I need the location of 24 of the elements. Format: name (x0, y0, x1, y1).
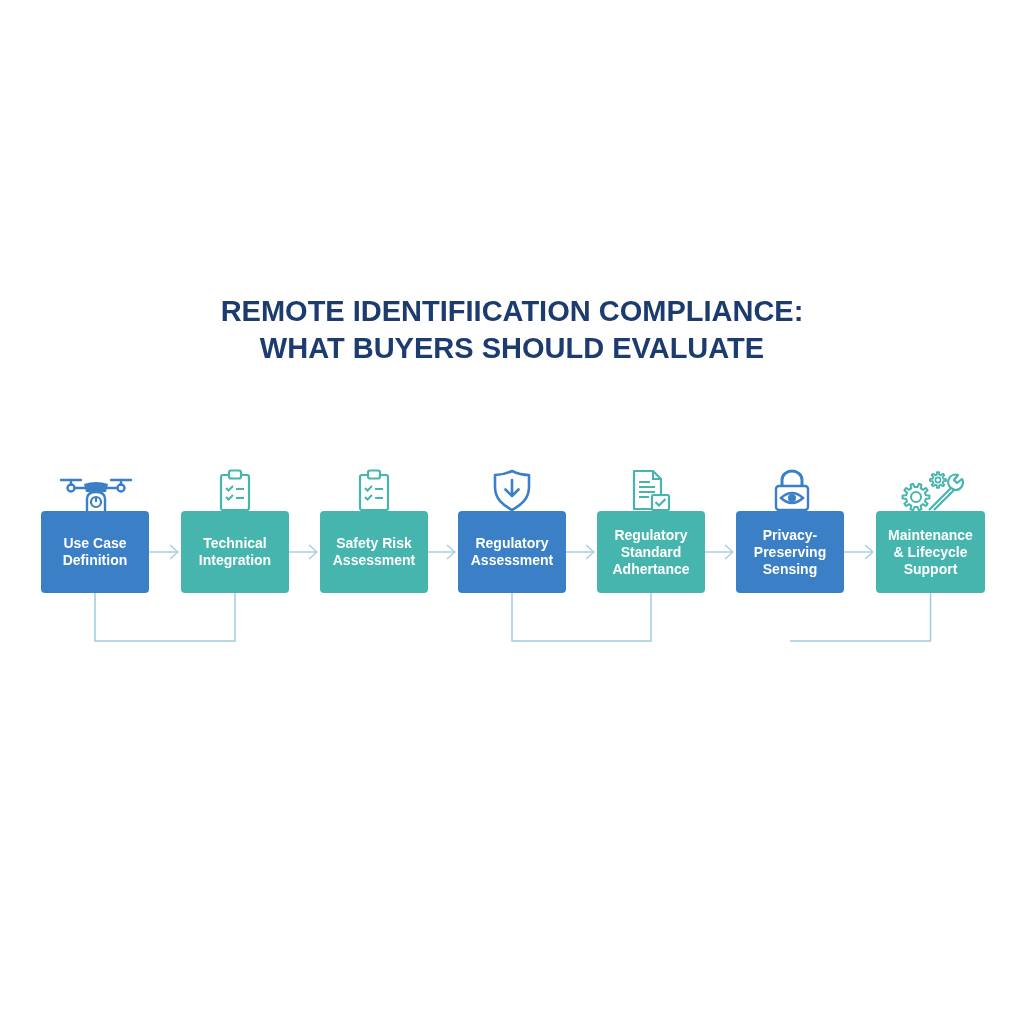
process-box (597, 511, 705, 593)
step-label: Maintenance & Lifecycle Support (887, 526, 974, 578)
process-box (181, 511, 289, 593)
process-box (736, 511, 844, 593)
arrow (288, 544, 318, 560)
step-label: Technical Integration (197, 535, 273, 569)
step-label: Regulatory Standard Adhertance (611, 526, 691, 578)
process-box (320, 511, 428, 593)
connector-line (94, 592, 236, 642)
arrow (704, 544, 734, 560)
process-box (876, 511, 985, 593)
step-label: Safety Risk Assessment (331, 535, 417, 569)
step-label: Regulatory Assessment (469, 535, 555, 569)
step-label: Privacy-Preserving Sensing (752, 526, 828, 578)
title: REMOTE IDENTIFIICATION COMPLIANCE: WHAT BUYERS SHOULD EVALUATE (219, 294, 805, 366)
connector-line (511, 592, 652, 642)
process-box (41, 511, 149, 593)
connector-line (789, 592, 932, 642)
arrow (565, 544, 595, 560)
process-box (458, 511, 566, 593)
arrow (427, 544, 456, 560)
arrow (148, 544, 179, 560)
step-label: Use Case Definition (61, 535, 129, 569)
arrow (843, 544, 874, 560)
